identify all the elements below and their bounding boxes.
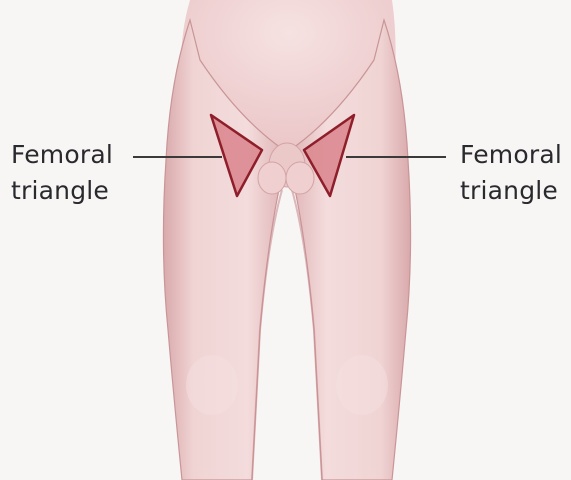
right-label-line1: Femoral xyxy=(460,137,562,173)
left-label-line2: triangle xyxy=(11,173,113,209)
right-femoral-triangle-label: Femoral triangle xyxy=(460,137,562,209)
left-femoral-triangle-label: Femoral triangle xyxy=(11,137,113,209)
right-label-line2: triangle xyxy=(460,173,562,209)
left-label-line1: Femoral xyxy=(11,137,113,173)
